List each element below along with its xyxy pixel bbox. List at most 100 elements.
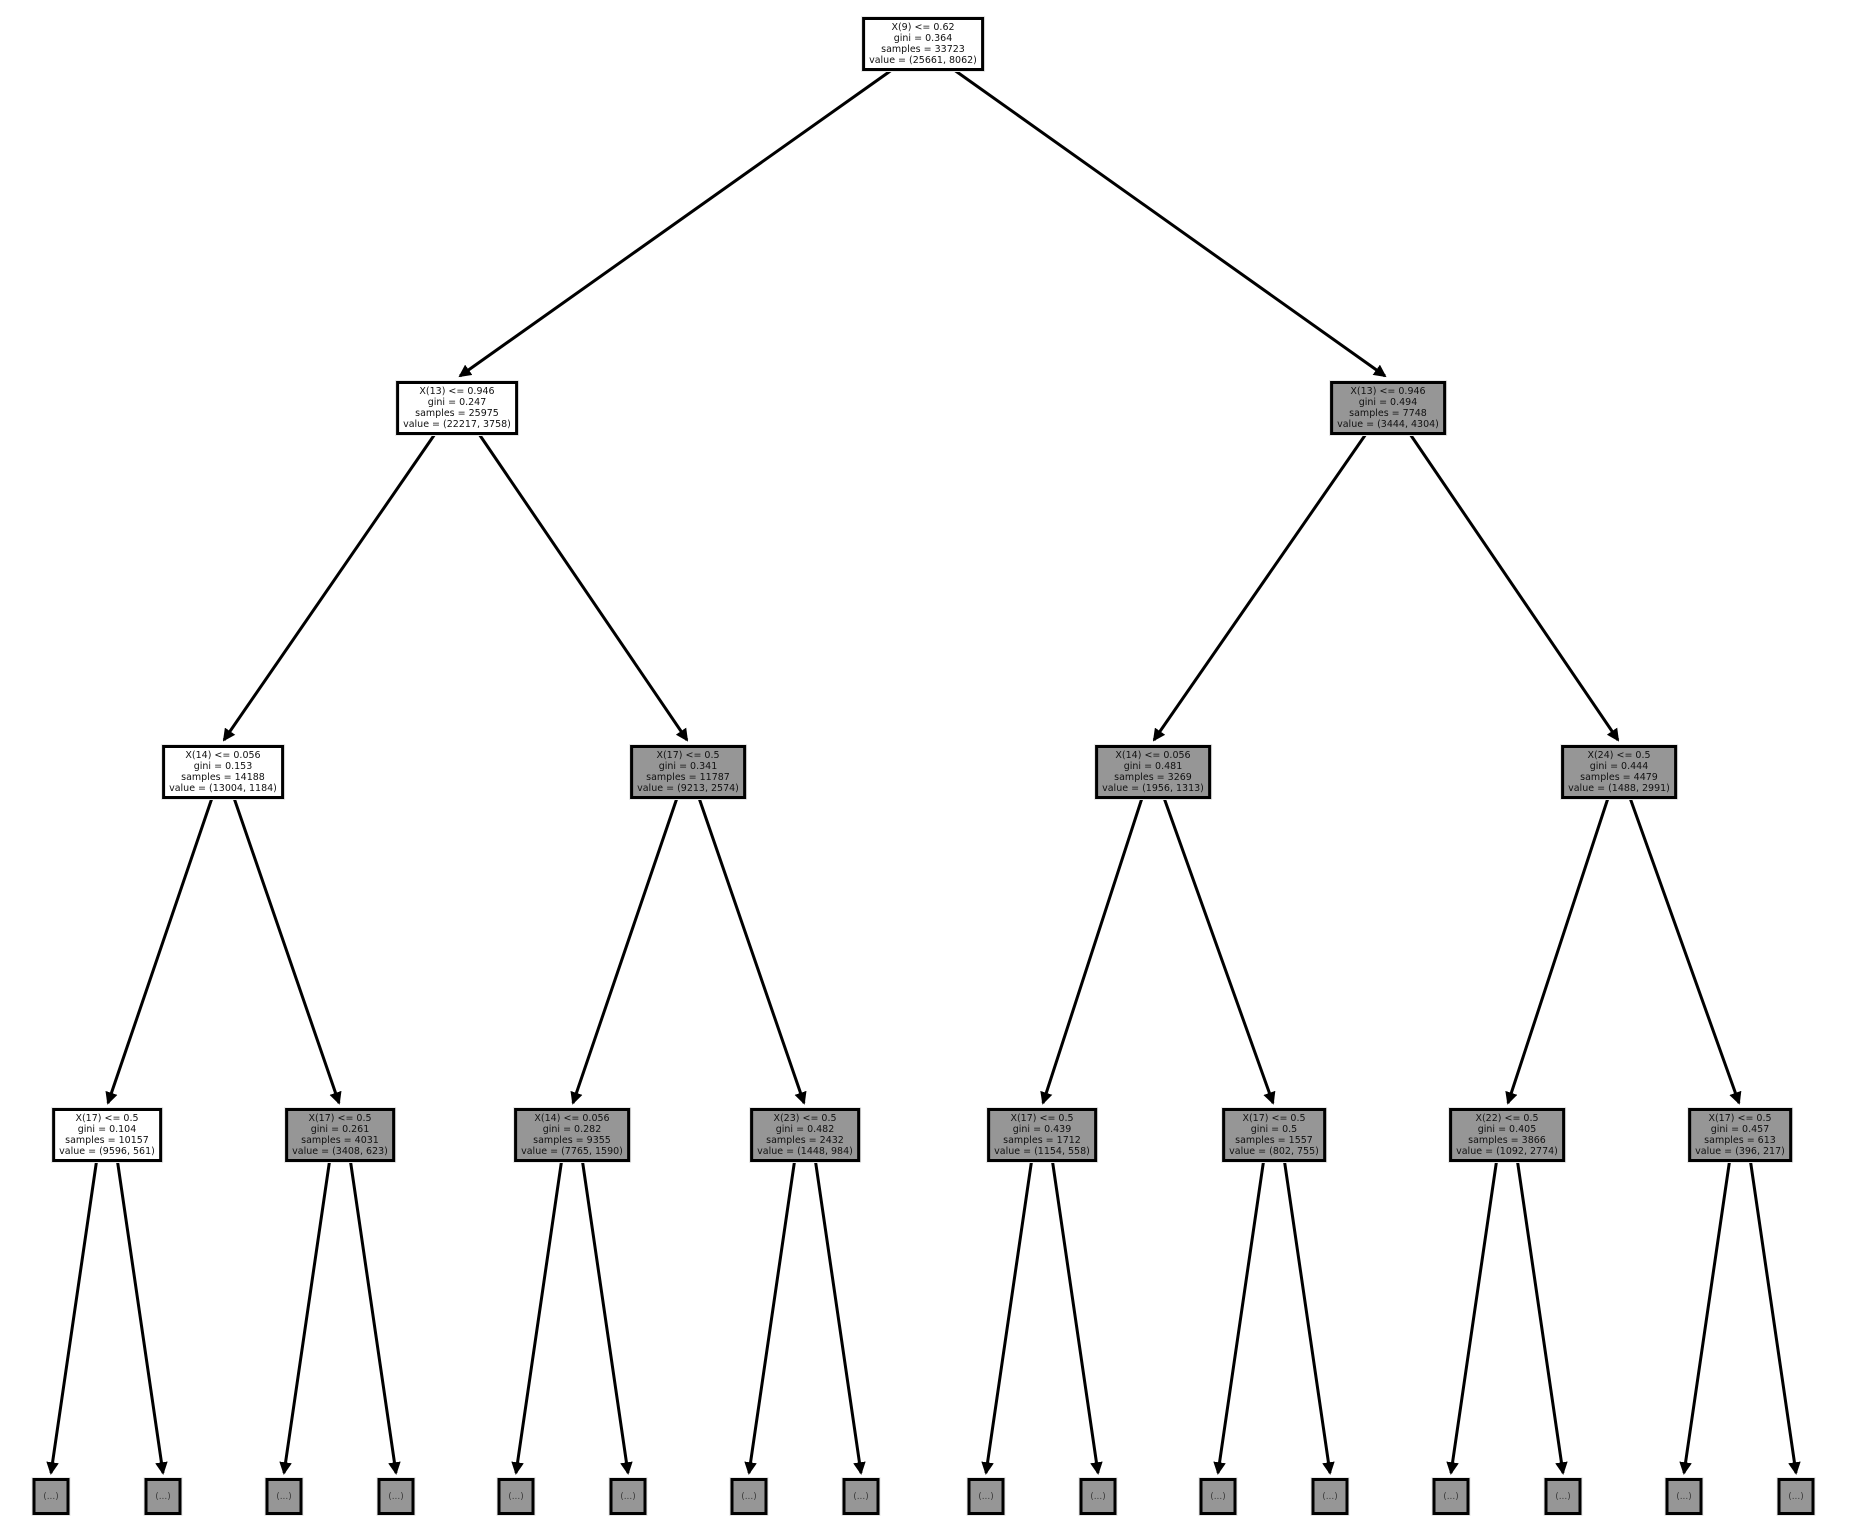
node-gini: gini = 0.405 xyxy=(1477,1124,1537,1135)
node-value: value = (22217, 3758) xyxy=(403,419,511,430)
tree-node-l2-b: X(13) <= 0.946 gini = 0.494 samples = 77… xyxy=(1330,381,1446,435)
node-gini: gini = 0.482 xyxy=(775,1124,835,1135)
tree-edge xyxy=(222,430,439,742)
leaf-node: (...) xyxy=(497,1478,535,1515)
tree-node-l3-d: X(24) <= 0.5 gini = 0.444 samples = 4479… xyxy=(1561,745,1677,799)
tree-edge xyxy=(1679,1157,1732,1475)
tree-edge xyxy=(1515,1157,1568,1475)
leaf-node: (...) xyxy=(609,1478,647,1515)
tree-node-l3-c: X(14) <= 0.056 gini = 0.481 samples = 32… xyxy=(1095,745,1211,799)
node-condition: X(14) <= 0.056 xyxy=(185,750,261,761)
tree-edge xyxy=(1282,1157,1335,1475)
tree-node-l4-g: X(22) <= 0.5 gini = 0.405 samples = 3866… xyxy=(1449,1108,1565,1162)
node-gini: gini = 0.494 xyxy=(1358,397,1418,408)
node-gini: gini = 0.481 xyxy=(1123,761,1183,772)
tree-node-l4-c: X(14) <= 0.056 gini = 0.282 samples = 93… xyxy=(514,1108,630,1162)
tree-edge xyxy=(475,430,689,742)
tree-edge xyxy=(115,1157,168,1475)
tree-node-l4-h: X(17) <= 0.5 gini = 0.457 samples = 613 … xyxy=(1688,1108,1792,1162)
node-gini: gini = 0.341 xyxy=(658,761,718,772)
node-condition: X(17) <= 0.5 xyxy=(656,750,720,761)
leaf-node: (...) xyxy=(265,1478,303,1515)
node-condition: X(9) <= 0.62 xyxy=(891,22,955,33)
node-condition: X(14) <= 0.056 xyxy=(1115,750,1191,761)
node-samples: samples = 4031 xyxy=(301,1135,379,1146)
tree-edge xyxy=(1213,1157,1266,1475)
node-condition: X(17) <= 0.5 xyxy=(1010,1113,1074,1124)
tree-node-l4-f: X(17) <= 0.5 gini = 0.5 samples = 1557 v… xyxy=(1222,1108,1326,1162)
node-value: value = (1092, 2774) xyxy=(1456,1146,1558,1157)
tree-node-l4-e: X(17) <= 0.5 gini = 0.439 samples = 1712… xyxy=(987,1108,1097,1162)
node-gini: gini = 0.457 xyxy=(1710,1124,1770,1135)
tree-edge xyxy=(570,794,680,1105)
node-gini: gini = 0.444 xyxy=(1589,761,1649,772)
tree-edge xyxy=(231,794,342,1105)
node-samples: samples = 1557 xyxy=(1235,1135,1313,1146)
node-samples: samples = 3269 xyxy=(1114,772,1192,783)
node-samples: samples = 33723 xyxy=(881,44,965,55)
node-gini: gini = 0.153 xyxy=(193,761,253,772)
leaf-node: (...) xyxy=(1544,1478,1582,1515)
tree-edge xyxy=(1748,1157,1801,1475)
node-samples: samples = 10157 xyxy=(65,1135,149,1146)
node-value: value = (25661, 8062) xyxy=(869,55,977,66)
node-value: value = (802, 755) xyxy=(1229,1146,1319,1157)
node-gini: gini = 0.282 xyxy=(542,1124,602,1135)
tree-edge xyxy=(949,65,1387,378)
node-value: value = (9596, 561) xyxy=(59,1146,155,1157)
tree-node-l3-a: X(14) <= 0.056 gini = 0.153 samples = 14… xyxy=(162,745,284,799)
node-condition: X(17) <= 0.5 xyxy=(1708,1113,1772,1124)
leaf-node: (...) xyxy=(1432,1478,1470,1515)
tree-edge xyxy=(1161,794,1276,1105)
tree-edge xyxy=(580,1157,633,1475)
node-value: value = (1488, 2991) xyxy=(1568,783,1670,794)
node-value: value = (1154, 558) xyxy=(994,1146,1090,1157)
leaf-node: (...) xyxy=(967,1478,1005,1515)
node-condition: X(24) <= 0.5 xyxy=(1587,750,1651,761)
node-value: value = (7765, 1590) xyxy=(521,1146,623,1157)
tree-edge xyxy=(1446,1157,1499,1475)
tree-node-l2-a: X(13) <= 0.946 gini = 0.247 samples = 25… xyxy=(396,381,518,435)
node-value: value = (1448, 984) xyxy=(757,1146,853,1157)
node-samples: samples = 2432 xyxy=(766,1135,844,1146)
tree-edge xyxy=(511,1157,564,1475)
leaf-node: (...) xyxy=(1777,1478,1815,1515)
tree-edge xyxy=(813,1157,866,1475)
tree-edge xyxy=(1040,794,1145,1105)
node-gini: gini = 0.247 xyxy=(427,397,487,408)
leaf-node: (...) xyxy=(1199,1478,1237,1515)
tree-edge xyxy=(744,1157,797,1475)
node-value: value = (3408, 623) xyxy=(292,1146,388,1157)
tree-edge xyxy=(348,1157,401,1475)
tree-node-l4-d: X(23) <= 0.5 gini = 0.482 samples = 2432… xyxy=(750,1108,860,1162)
tree-edge xyxy=(1627,794,1742,1105)
node-gini: gini = 0.261 xyxy=(310,1124,370,1135)
node-condition: X(13) <= 0.946 xyxy=(419,386,495,397)
tree-edge xyxy=(46,1157,99,1475)
node-condition: X(23) <= 0.5 xyxy=(773,1113,837,1124)
node-samples: samples = 7748 xyxy=(1349,408,1427,419)
node-condition: X(14) <= 0.056 xyxy=(534,1113,610,1124)
tree-edge xyxy=(1152,430,1370,742)
node-value: value = (9213, 2574) xyxy=(637,783,739,794)
node-samples: samples = 4479 xyxy=(1580,772,1658,783)
node-gini: gini = 0.104 xyxy=(77,1124,137,1135)
tree-edge xyxy=(279,1157,332,1475)
tree-edge xyxy=(1406,430,1620,742)
node-samples: samples = 3866 xyxy=(1468,1135,1546,1146)
node-condition: X(17) <= 0.5 xyxy=(1242,1113,1306,1124)
node-condition: X(17) <= 0.5 xyxy=(308,1113,372,1124)
tree-node-root: X(9) <= 0.62 gini = 0.364 samples = 3372… xyxy=(862,17,984,71)
leaf-node: (...) xyxy=(730,1478,768,1515)
node-samples: samples = 9355 xyxy=(533,1135,611,1146)
node-gini: gini = 0.5 xyxy=(1250,1124,1298,1135)
node-condition: X(17) <= 0.5 xyxy=(75,1113,139,1124)
leaf-node: (...) xyxy=(32,1478,70,1515)
tree-edge xyxy=(1505,794,1611,1105)
node-samples: samples = 14188 xyxy=(181,772,265,783)
node-samples: samples = 11787 xyxy=(646,772,730,783)
leaf-node: (...) xyxy=(842,1478,880,1515)
tree-node-l4-a: X(17) <= 0.5 gini = 0.104 samples = 1015… xyxy=(52,1108,162,1162)
